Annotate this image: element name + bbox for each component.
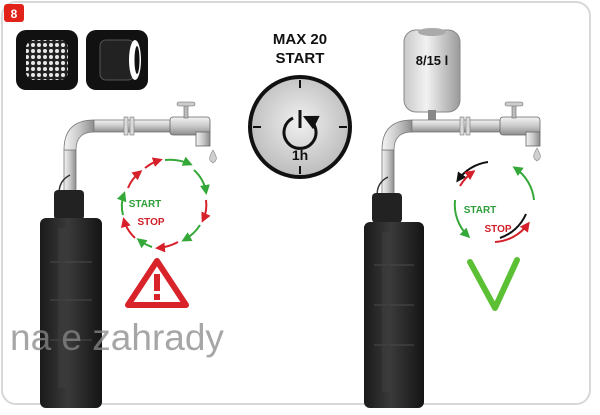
left-stop-label: STOP bbox=[137, 217, 164, 228]
left-start-label: START bbox=[129, 199, 162, 210]
right-pump-body bbox=[364, 222, 424, 408]
left-tap-icon bbox=[169, 101, 217, 164]
left-pump-assembly bbox=[40, 101, 217, 408]
left-pump-head bbox=[54, 190, 84, 220]
timer-duration: 1h bbox=[292, 147, 308, 163]
left-cycle-diagram: START STOP bbox=[116, 156, 211, 253]
right-tap-icon bbox=[499, 101, 541, 162]
timer-line1: MAX 20 bbox=[273, 31, 327, 48]
solid-sleeve-icon bbox=[86, 30, 148, 90]
pressure-tank: 8/15 l bbox=[403, 28, 461, 124]
right-cycle-diagram: START STOP bbox=[453, 161, 535, 243]
clockwise-arrow-icon bbox=[282, 110, 320, 150]
right-pump-assembly: 8/15 l bbox=[364, 28, 541, 408]
timer-indicator: MAX 20 START 1h bbox=[248, 31, 352, 179]
timer-line2: START bbox=[276, 50, 325, 67]
step-badge: 8 bbox=[4, 4, 24, 22]
left-pump-body bbox=[40, 218, 102, 408]
right-start-label: START bbox=[464, 205, 497, 216]
right-stop-label: STOP bbox=[484, 224, 511, 235]
warning-triangle-icon bbox=[125, 258, 189, 308]
watermark-text: na e zahrady bbox=[10, 317, 224, 358]
water-drop-icon bbox=[209, 149, 217, 164]
water-drop-icon bbox=[533, 147, 541, 162]
mesh-filter-icon bbox=[16, 30, 78, 90]
tank-label: 8/15 l bbox=[416, 53, 449, 68]
check-mark-icon bbox=[467, 257, 520, 311]
step-number: 8 bbox=[11, 7, 18, 21]
